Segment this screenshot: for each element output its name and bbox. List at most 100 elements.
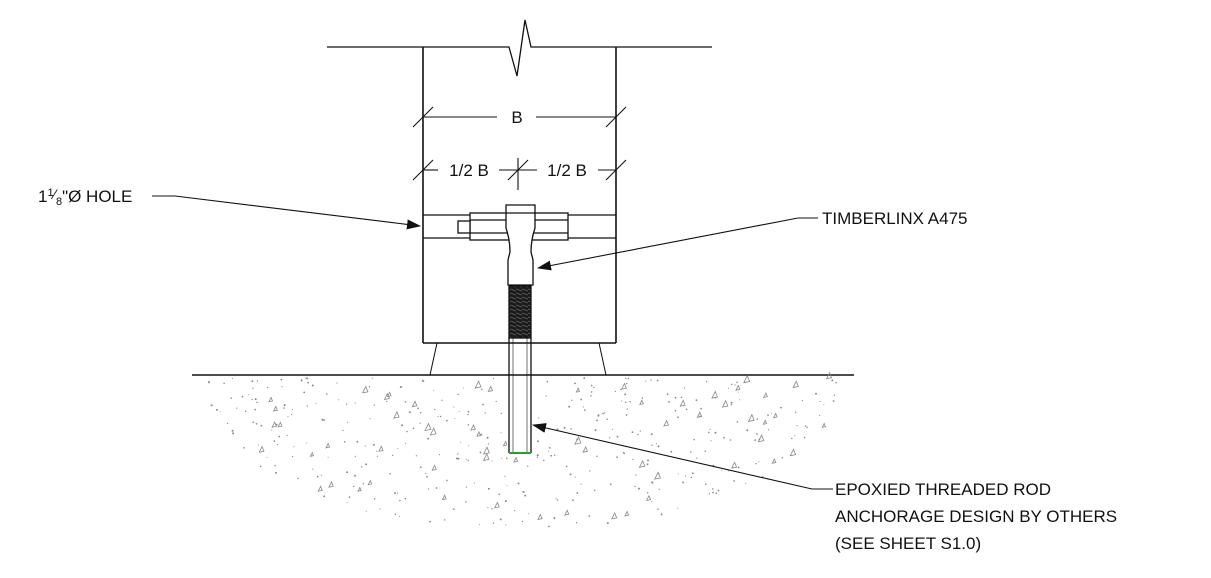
aggregate-mark: [575, 387, 581, 393]
sand-speck: [259, 465, 262, 468]
sand-speck: [594, 429, 597, 432]
sand-speck: [580, 483, 582, 485]
sand-speck: [754, 439, 757, 441]
sand-speck: [523, 491, 525, 494]
sand-speck: [620, 388, 622, 391]
concrete-hatch: [208, 371, 837, 528]
sand-speck: [627, 377, 630, 380]
aggregate-mark: [493, 501, 500, 509]
sand-speck: [376, 455, 378, 457]
sand-speck: [291, 413, 293, 416]
connector-callout-label: TIMBERLINX A475: [822, 209, 968, 228]
sand-speck: [555, 498, 557, 500]
sand-speck: [426, 475, 428, 478]
sand-speck: [806, 426, 808, 429]
sand-speck: [371, 377, 373, 379]
sand-speck: [394, 513, 397, 515]
sand-speck: [683, 387, 686, 389]
sand-speck: [528, 513, 530, 515]
aggregate-mark: [476, 430, 481, 437]
aggregate-mark: [482, 446, 490, 455]
sand-speck: [306, 377, 308, 380]
sand-speck: [281, 386, 283, 388]
sand-speck: [705, 381, 708, 383]
sand-speck: [345, 403, 348, 405]
sand-speck: [368, 386, 371, 388]
sand-speck: [487, 487, 490, 490]
sand-speck: [517, 482, 520, 485]
sand-speck: [251, 398, 253, 401]
sand-speck: [274, 464, 276, 467]
sand-speck: [639, 430, 641, 432]
sand-speck: [406, 430, 408, 433]
sand-speck: [291, 409, 293, 411]
sand-speck: [781, 456, 784, 459]
sand-speck: [458, 410, 460, 413]
sand-speck: [354, 474, 357, 477]
aggregate-mark: [582, 446, 588, 453]
sand-speck: [356, 440, 359, 443]
sand-speck: [666, 393, 669, 396]
sand-speck: [500, 412, 502, 415]
sand-speck: [728, 387, 730, 389]
sand-speck: [505, 524, 507, 526]
sand-speck: [632, 458, 634, 461]
sand-speck: [715, 492, 718, 494]
sand-speck: [354, 455, 356, 457]
sand-speck: [399, 499, 401, 502]
hole-callout-label: 11⁄8"Ø HOLE: [38, 186, 132, 208]
sand-speck: [614, 390, 616, 393]
sand-speck: [342, 429, 344, 432]
sand-speck: [397, 492, 399, 494]
hole-callout-leader: [152, 195, 421, 230]
aggregate-mark: [624, 510, 630, 517]
sand-speck: [283, 404, 286, 407]
sand-speck: [479, 451, 482, 454]
connector-callout-leader: [537, 217, 818, 271]
aggregate-mark: [441, 494, 447, 501]
sand-speck: [638, 487, 640, 490]
sand-speck: [487, 443, 490, 445]
sand-speck: [572, 499, 574, 501]
sand-speck: [626, 382, 628, 385]
sand-speck: [364, 445, 366, 447]
sand-speck: [398, 515, 400, 517]
sand-speck: [708, 493, 711, 495]
sand-speck: [674, 409, 677, 412]
rod-callout-label-line3: (SEE SHEET S1.0): [835, 534, 981, 553]
sand-speck: [304, 377, 306, 379]
sand-speck: [650, 433, 653, 436]
sand-speck: [360, 466, 363, 468]
sand-speck: [657, 508, 659, 510]
sand-speck: [482, 403, 484, 406]
sand-speck: [646, 463, 649, 466]
sand-speck: [693, 438, 695, 441]
sand-speck: [568, 405, 571, 408]
sand-speck: [241, 395, 244, 398]
sand-speck: [690, 451, 692, 453]
sand-speck: [658, 488, 660, 490]
aggregate-mark: [645, 494, 652, 502]
aggregate-mark: [721, 399, 729, 408]
sand-speck: [386, 400, 388, 403]
sand-speck: [460, 441, 462, 443]
sand-speck: [278, 435, 281, 438]
sand-speck: [401, 386, 403, 388]
sand-speck: [286, 434, 288, 437]
sand-speck: [635, 474, 637, 476]
sand-speck: [462, 387, 464, 389]
sand-speck: [346, 421, 348, 423]
sand-speck: [547, 450, 550, 452]
sand-speck: [479, 523, 481, 526]
sand-speck: [700, 407, 702, 410]
sand-speck: [466, 458, 468, 460]
sand-speck: [276, 444, 278, 446]
sand-speck: [730, 404, 733, 406]
sand-speck: [457, 452, 459, 454]
aggregate-mark: [574, 436, 582, 445]
aggregate-mark: [487, 385, 494, 393]
sand-speck: [625, 414, 628, 416]
aggregate-mark: [411, 400, 418, 408]
sand-speck: [685, 408, 688, 411]
aggregate-mark: [821, 422, 827, 428]
